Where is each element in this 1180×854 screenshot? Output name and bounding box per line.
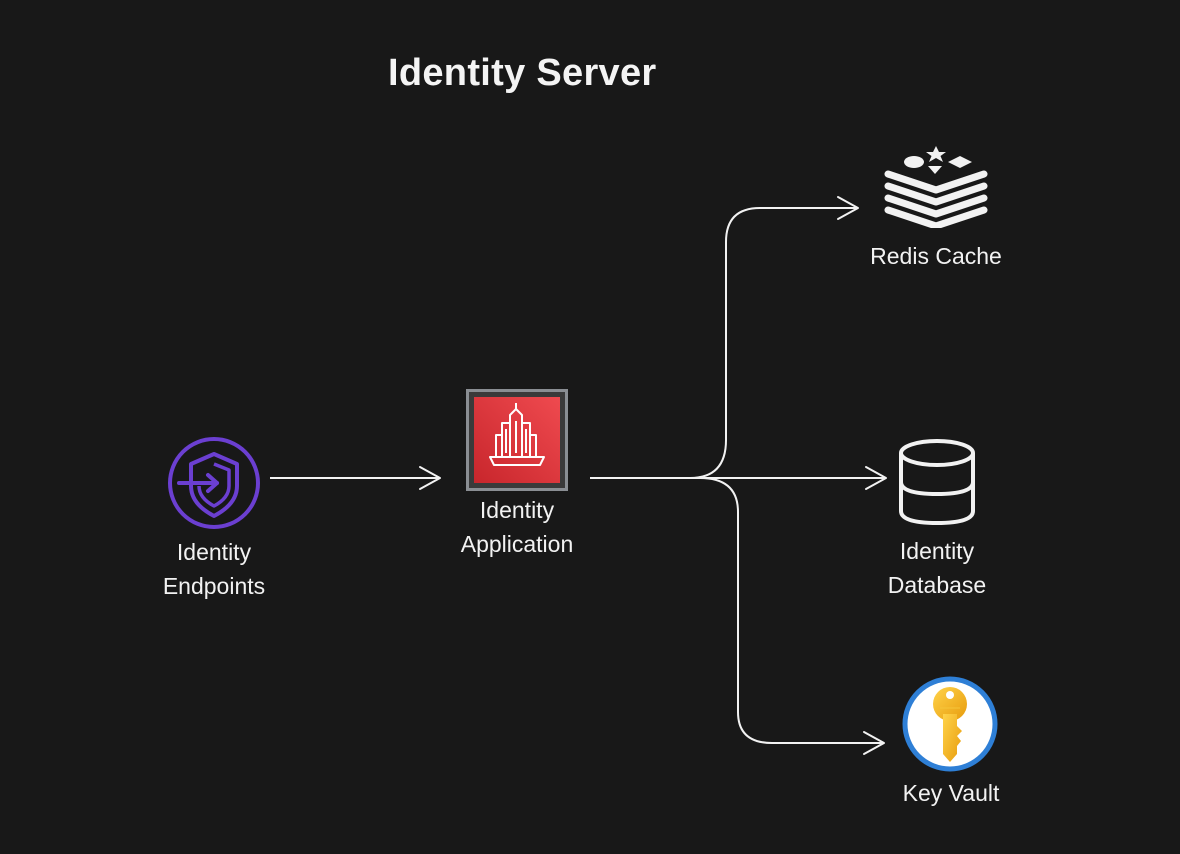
application-label-line1: Identity [479,497,555,523]
edge-application-to-keyvault [699,477,885,755]
key-icon[interactable] [902,676,998,772]
redis-stack-icon[interactable] [880,142,992,228]
diagram-title: Identity Server [388,52,657,94]
shield-login-icon[interactable] [167,436,261,530]
node-label-endpoints: Identity Endpoints [144,535,284,603]
endpoints-label-line2: Endpoints [162,573,266,599]
database-label-line2: Database [887,572,987,598]
endpoints-label-line1: Identity [176,539,252,565]
database-label-line1: Identity [899,538,975,564]
node-label-keyvault: Key Vault [902,780,1000,806]
node-label-redis: Redis Cache [870,243,1002,269]
edge-application-to-redis [689,196,859,479]
building-icon[interactable] [466,389,568,491]
node-label-application: Identity Application [442,493,592,561]
application-label-line2: Application [460,531,574,557]
node-label-database: Identity Database [862,534,1012,602]
database-cylinder-icon[interactable] [895,437,979,527]
